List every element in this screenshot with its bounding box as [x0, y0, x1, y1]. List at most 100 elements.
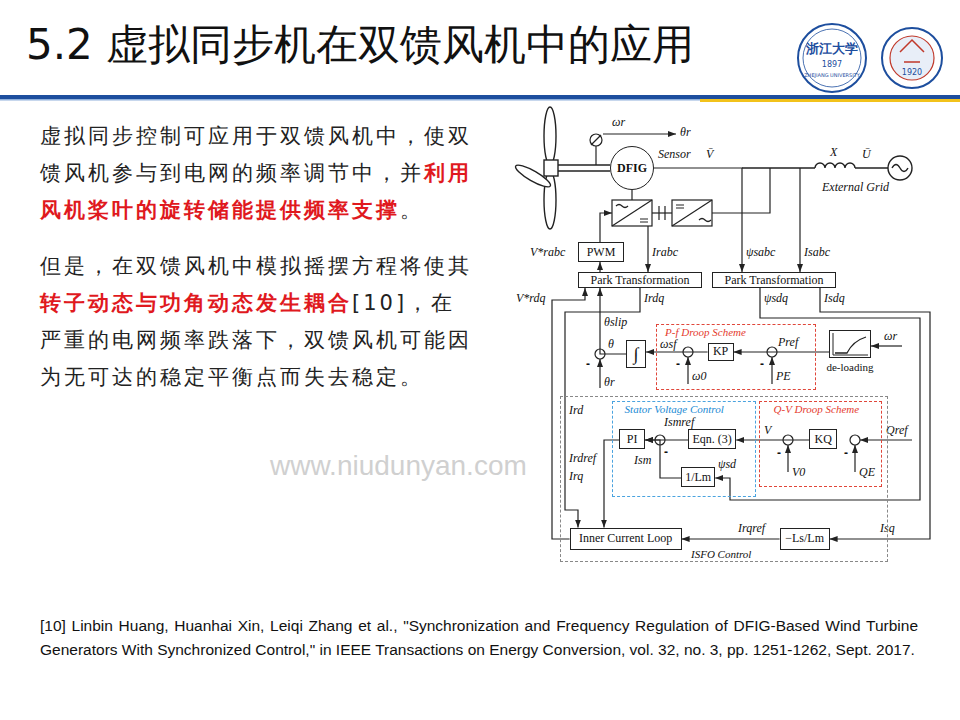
drawing-part	[664, 206, 665, 220]
header-bar	[0, 95, 960, 102]
drawing-part	[631, 190, 632, 200]
signal-label: θr	[680, 126, 691, 139]
signal-label: QE	[859, 466, 875, 479]
drawing-part	[658, 206, 659, 220]
drawing-part	[544, 160, 558, 176]
drawing-part	[603, 133, 676, 134]
signal-label: Ism	[634, 454, 651, 467]
drawing-part	[854, 445, 855, 472]
drawing-part	[672, 200, 712, 226]
drawing-part	[558, 164, 610, 165]
region-heading: Q-V Droop Scheme	[774, 403, 860, 415]
wind-turbine	[513, 107, 610, 229]
minus-sign: -	[760, 358, 764, 370]
minus-sign: -	[664, 446, 668, 458]
signal-label: ψsdq	[764, 292, 788, 305]
curve-box: de-loading	[829, 330, 871, 358]
slide-title: 5.2 虚拟同步机在双馈风机中的应用	[26, 20, 694, 70]
drawing-part	[882, 28, 942, 88]
box-label: KP	[713, 345, 728, 358]
drawing-part	[616, 205, 648, 223]
drawing-part	[687, 357, 688, 384]
signal-label: Ismref	[664, 416, 694, 429]
drawing-part	[591, 135, 601, 145]
drawing-part	[890, 36, 934, 80]
box-label: Park Transformation	[591, 274, 690, 287]
logo-text: ZHEJIANG UNIVERSITY	[804, 72, 860, 78]
box-label: Park Transformation	[725, 274, 824, 287]
drawing-part	[798, 24, 866, 92]
drawing-part	[712, 168, 770, 213]
drawing-part	[612, 200, 652, 226]
drawing-part	[900, 40, 924, 62]
signal-label: Irdref	[569, 452, 596, 465]
minus-sign: -	[777, 447, 781, 459]
drawing-part	[558, 170, 610, 171]
highlight-text: 转子动态与功角动态发生耦合	[40, 291, 352, 315]
de-loading-curve	[833, 333, 868, 355]
control-region: KP P-f Droop Scheme	[656, 324, 816, 390]
signal-label: ωr	[884, 330, 897, 343]
drawing-part	[600, 213, 612, 242]
signal-label: Isabc	[804, 246, 830, 259]
box-label: Eqn. (3)	[693, 433, 732, 446]
signal-label: ωr	[612, 116, 625, 129]
box-label: ∫	[634, 344, 639, 364]
grid-label: External Grid	[822, 181, 889, 194]
box-label: DFIG	[617, 162, 647, 175]
region-heading: ISFO Control	[691, 548, 751, 560]
generator-circle: DFIG	[610, 146, 654, 190]
watermark: www.niudunyan.com	[270, 450, 527, 482]
box-label: −Ls/Lm	[785, 532, 824, 545]
box-label: PWM	[587, 246, 616, 259]
drawing-part	[771, 357, 772, 384]
signal-label: Irabc	[652, 246, 678, 259]
paragraph-text: 。	[400, 198, 424, 222]
signal-label: Ū	[862, 148, 871, 161]
drawing-part	[595, 146, 596, 165]
drawing-part	[787, 445, 788, 472]
drawing-part	[888, 156, 912, 180]
box-label: de-loading	[826, 361, 873, 374]
drawing-part	[672, 200, 712, 226]
signal-connector	[552, 288, 585, 539]
drawing-part	[544, 107, 556, 165]
process-box: Eqn. (3)	[688, 429, 736, 449]
logo-year: 1897	[822, 60, 842, 69]
logo-year: 1920	[902, 68, 922, 77]
gain-box: KQ	[809, 429, 837, 449]
signal-connector	[599, 262, 600, 272]
box-label: PI	[627, 433, 638, 446]
drawing-part	[652, 212, 672, 213]
minus-sign: -	[676, 358, 680, 370]
signal-label: V̄	[706, 148, 713, 161]
signal-label: V0	[792, 466, 805, 479]
minus-sign: -	[586, 358, 590, 370]
region-heading: P-f Droop Scheme	[665, 326, 746, 338]
reference-note: [10] Linbin Huang, Huanhai Xin, Leiqi Zh…	[40, 614, 918, 662]
signal-connector	[715, 288, 920, 500]
signal-label: Irqref	[738, 522, 765, 535]
signal-label: θ	[608, 338, 614, 351]
drawing-part	[815, 163, 855, 168]
signal-label: θr	[604, 376, 615, 389]
logo-text: 浙江大学	[806, 41, 858, 56]
paragraph: 但是，在双馈风机中模拟摇摆方程将使其转子动态与功角动态发生耦合[10]，在严重的…	[40, 248, 472, 396]
drawing-part	[871, 345, 902, 346]
process-box: Park Transformation	[712, 272, 836, 288]
drawing-part	[860, 439, 912, 440]
signal-connector	[682, 538, 780, 539]
signal-label: PE	[776, 370, 791, 383]
signal-label: ωsf	[660, 338, 676, 351]
box-label: KQ	[815, 433, 832, 446]
drawing-part	[892, 165, 908, 172]
input-arrows	[600, 346, 912, 472]
drawing-part	[676, 205, 711, 222]
signal-label: Pref	[778, 336, 798, 349]
signal-label: V*rdq	[516, 292, 546, 305]
external-grid	[742, 156, 912, 180]
drawing-part	[0, 99, 700, 101]
drawing-part	[612, 200, 652, 226]
paragraph-text: 但是，在双馈风机中模拟摇摆方程将使其	[40, 254, 472, 278]
